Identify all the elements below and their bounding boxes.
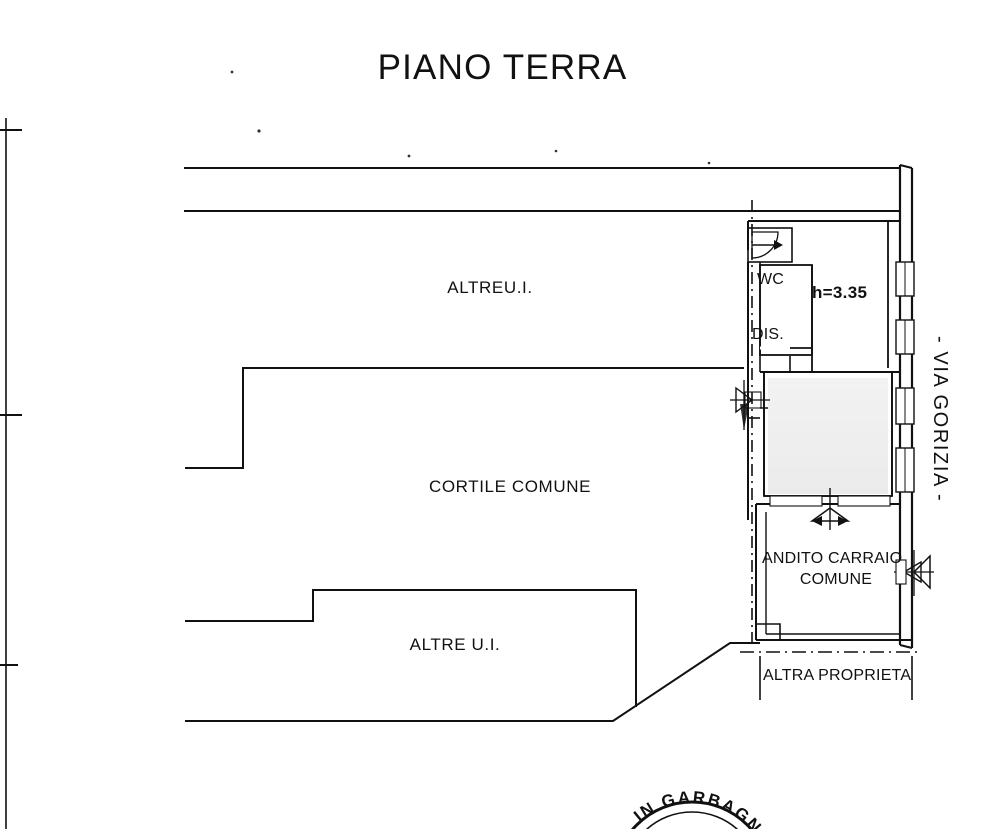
altra-proprieta-separator <box>740 651 920 700</box>
page-title: PIANO TERRA <box>377 48 628 87</box>
andito-carraio-walls <box>755 504 912 641</box>
main-room-shaded <box>760 371 900 497</box>
room-label-altre-ui-bottom: ALTRE U.I. <box>409 635 501 654</box>
carriage-gate-swing <box>894 550 934 596</box>
room-label-altra-proprieta: ALTRA PROPRIETA <box>763 667 912 684</box>
stamp-arc-text: IN GARBAGNATE <box>0 0 764 829</box>
ceiling-height-label: h=3.35 <box>812 283 868 302</box>
svg-text:IN GARBAGNATE: IN GARBAGNATE <box>0 0 764 829</box>
room-label-andito-carraio-line2: COMUNE <box>799 571 873 588</box>
room-label-wc: WC <box>757 271 785 288</box>
scan-artifacts <box>230 70 711 165</box>
room-label-cortile-comune: CORTILE COMUNE <box>428 477 592 496</box>
official-stamp: IN GARBAGNATE <box>0 0 764 829</box>
unit-south-wall <box>756 488 900 530</box>
room-label-andito-carraio-line1: ANDITO CARRAIO <box>762 550 903 567</box>
south-block-outline <box>185 589 760 722</box>
street-wall-windows <box>895 261 915 493</box>
courtyard-outline <box>185 367 744 469</box>
north-boundary-lines <box>184 167 900 212</box>
room-label-altre-ui-top: ALTREU.I. <box>447 278 533 297</box>
street-name-via-gorizia: - VIA GORIZIA - <box>929 336 951 503</box>
room-label-dis: DIS. <box>752 326 784 343</box>
west-door-swing <box>730 380 770 430</box>
left-margin-rule <box>0 118 22 829</box>
